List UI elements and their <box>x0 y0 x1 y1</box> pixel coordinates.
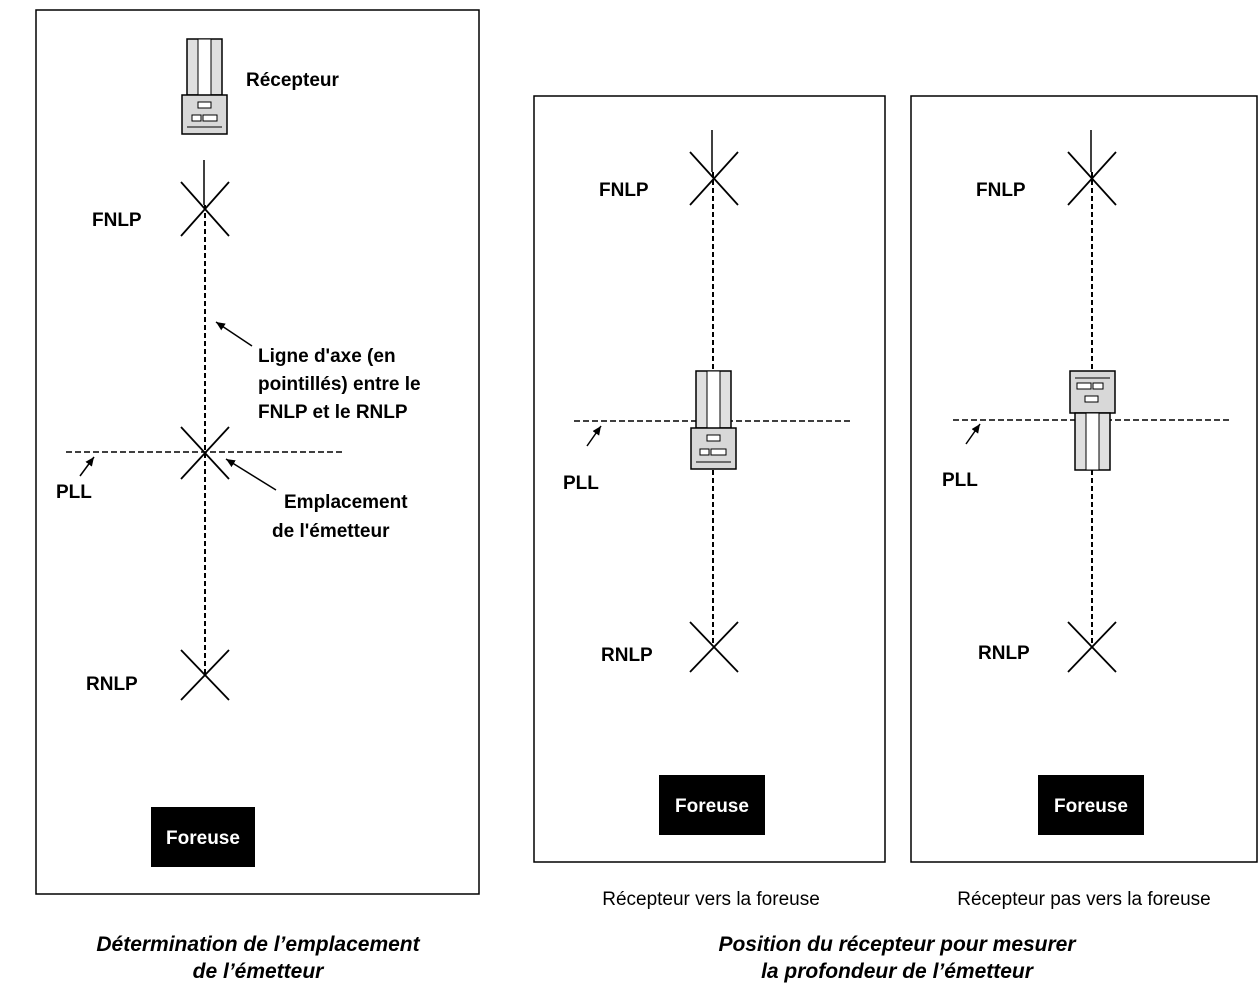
rnlp-cross-icon <box>1067 621 1117 673</box>
axis-note-arrow <box>215 321 253 347</box>
pll-arrow <box>965 423 981 445</box>
drill-label: Foreuse <box>675 796 749 817</box>
fnlp-cross-icon <box>180 181 230 237</box>
title-left-line-2: de l’émetteur <box>193 960 326 983</box>
title-right-line-1: Position du récepteur pour mesurer <box>718 933 1077 956</box>
panel-middle: FNLP PLL RNLP Foreuse Récepteur vers la … <box>533 95 886 910</box>
fnlp-label: FNLP <box>599 180 649 201</box>
pll-arrow <box>79 456 95 477</box>
panel-right: FNLP PLL RNLP Foreuse Récepteur pas vers… <box>910 95 1258 910</box>
axis-note-line-2: pointillés) entre le <box>258 374 421 395</box>
pll-label: PLL <box>563 473 599 494</box>
pll-arrow <box>586 425 602 447</box>
fnlp-cross-icon <box>1067 151 1117 206</box>
rnlp-label: RNLP <box>978 643 1030 664</box>
receiver-reversed-icon <box>1069 370 1116 471</box>
panel-middle-frame <box>533 95 886 863</box>
drill-box <box>151 807 255 867</box>
panel-middle-caption: Récepteur vers la foreuse <box>602 889 820 910</box>
panel-left: Récepteur FNLP Ligne d'axe (en pointillé… <box>35 9 480 895</box>
title-left-line-1: Détermination de l’emplacement <box>96 933 420 956</box>
panel-right-frame <box>910 95 1258 863</box>
rnlp-label: RNLP <box>601 645 653 666</box>
panel-left-frame <box>35 9 480 895</box>
transmitter-cross-icon <box>180 426 230 480</box>
axis-note-line-1: Ligne d'axe (en <box>258 346 396 367</box>
transmitter-note-arrow <box>225 458 277 491</box>
receiver-icon <box>690 370 737 470</box>
drill-label: Foreuse <box>166 828 240 849</box>
pll-label: PLL <box>942 470 978 491</box>
drill-box <box>659 775 765 835</box>
rnlp-cross-icon <box>180 649 230 701</box>
drill-box <box>1038 775 1144 835</box>
title-right-line-2: la profondeur de l’émetteur <box>761 960 1035 983</box>
receiver-label: Récepteur <box>246 70 340 91</box>
rnlp-label: RNLP <box>86 674 138 695</box>
rnlp-cross-icon <box>689 621 739 673</box>
panel-right-caption: Récepteur pas vers la foreuse <box>957 889 1210 910</box>
pll-label: PLL <box>56 482 92 503</box>
drill-label: Foreuse <box>1054 796 1128 817</box>
receiver-icon <box>181 38 228 135</box>
fnlp-label: FNLP <box>92 210 142 231</box>
fnlp-cross-icon <box>689 151 739 206</box>
axis-note-line-3: FNLP et le RNLP <box>258 402 408 423</box>
transmitter-note-line-2: de l'émetteur <box>272 521 390 542</box>
fnlp-label: FNLP <box>976 180 1026 201</box>
transmitter-note-line-1: Emplacement <box>284 492 408 513</box>
